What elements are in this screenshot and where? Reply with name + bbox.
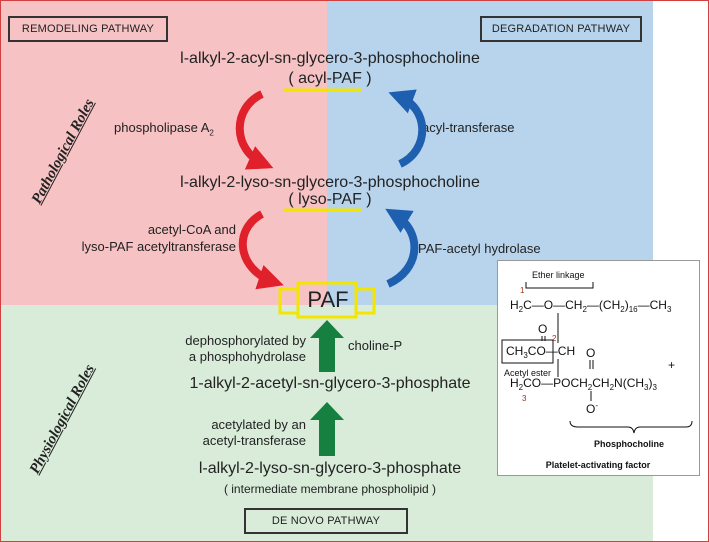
phosphate-oxide: O- — [586, 401, 598, 416]
acetyl-ester-box — [501, 339, 554, 364]
phosphocholine-label: Phosphocholine — [594, 439, 664, 449]
acetyl-coa-label-line1: acetyl-CoA and — [147, 222, 236, 237]
paf-highlight-right — [354, 287, 376, 315]
ether-linkage-label: Ether linkage — [532, 270, 585, 280]
carbon-1-label: 1 — [520, 286, 525, 295]
paf-structure-panel: Ether linkage 1 H2C—O—CH2—(CH2)16—CH3 O … — [497, 260, 700, 476]
lyso-paf-short: ( lyso-PAF ) — [288, 191, 372, 208]
acetyl-ester-group: CH3CO—CH — [506, 344, 575, 360]
degradation-quadrant — [327, 1, 653, 305]
structure-caption: Platelet-activating factor — [546, 460, 651, 470]
degradation-pathway-label: DEGRADATION PATHWAY — [480, 16, 642, 42]
paf-highlight-box — [296, 281, 358, 319]
phosphocholine-group: H2CO—POCH2CH2N(CH3)3 — [510, 376, 658, 392]
acyl-paf-name: l-alkyl-2-acyl-sn-glycero-3-phosphocholi… — [180, 50, 480, 67]
lyso-phosphate-name: l-alkyl-2-lyso-sn-glycero-3-phosphate — [198, 460, 462, 477]
positive-charge: + — [668, 358, 675, 372]
lyso-paf-name: l-alkyl-2-lyso-sn-glycero-3-phosphocholi… — [180, 174, 480, 191]
acyl-paf-short: ( acyl-PAF ) — [288, 70, 372, 87]
carbon-3-label: 3 — [522, 394, 527, 403]
phospholipase-arrow — [235, 90, 274, 170]
acetylation-arrow — [310, 402, 344, 456]
denovo-pathway-label: DE NOVO PATHWAY — [244, 508, 408, 534]
acetyl-phosphate-name: 1-alkyl-2-acetyl-sn-glycero-3-phosphate — [189, 375, 471, 392]
acetylated-label-line1: acetylated by an — [211, 417, 306, 432]
acyl-transferase-label: acyl-transferase — [422, 120, 515, 135]
remodeling-pathway-label: REMODELING PATHWAY — [8, 16, 168, 42]
choline-p-label: choline-P — [348, 338, 403, 353]
paf-label: PAF — [307, 287, 349, 312]
phosphoryl-oxygen: O — [586, 346, 595, 360]
ch2-ether-group: H2C—O—CH2—(CH2)16—CH3 — [510, 298, 672, 314]
acetylated-label-line2: acetyl-transferase — [202, 433, 306, 448]
paf-structure-drawing: Ether linkage 1 H2C—O—CH2—(CH2)16—CH3 O … — [501, 270, 693, 470]
acyl-transferase-arrow — [388, 89, 427, 168]
lyso-phosphate-note: ( intermediate membrane phospholipid ) — [223, 482, 437, 496]
carbonyl-oxygen: O — [538, 322, 547, 336]
phospholipase-label: phospholipase A2 — [114, 120, 214, 138]
acetyl-coa-label-line2: lyso-PAF acetyltransferase — [81, 239, 236, 254]
phosphocholine-brace — [569, 420, 693, 434]
acetyl-ester-label: Acetyl ester — [504, 368, 551, 378]
acetyltransferase-arrow — [238, 210, 284, 290]
paf-highlight-left — [278, 287, 300, 315]
dephosphorylated-label-line1: dephosphorylated by — [185, 333, 306, 348]
paf-hydrolase-label: PAF-acetyl hydrolase — [418, 241, 541, 256]
paf-hydrolase-arrow — [385, 208, 419, 288]
ether-linkage-bracket — [525, 282, 594, 289]
dephosphorylation-arrow — [310, 320, 344, 372]
dephosphorylated-label-line2: a phosphohydrolase — [188, 349, 306, 364]
carbon-2-label: 2 — [552, 334, 557, 343]
